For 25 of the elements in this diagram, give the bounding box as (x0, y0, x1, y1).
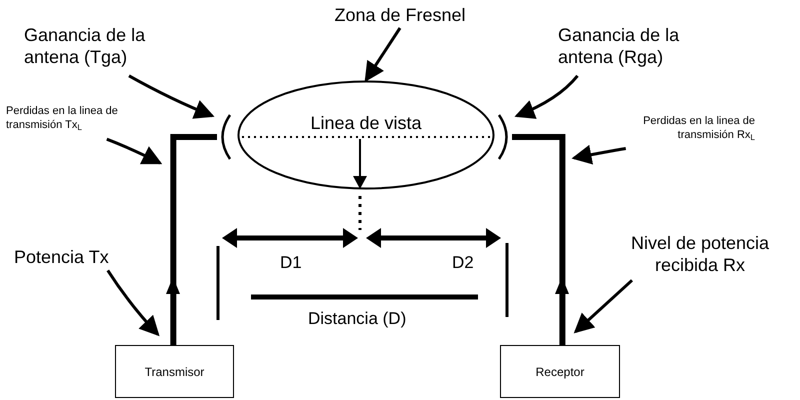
arrow (514, 74, 579, 119)
arrow (364, 27, 402, 82)
fresnel-ellipse (237, 80, 495, 190)
dimension-label: Distancia (D) (308, 308, 406, 330)
feed-line (512, 134, 569, 345)
ellipse-label: Linea de vista (310, 113, 422, 133)
dimension-label: D1 (280, 252, 302, 274)
box-label: Receptor (536, 364, 584, 380)
callout-text: Nivel de potencia recibida Rx (630, 233, 770, 275)
box-label: Transmisor (144, 364, 204, 380)
arrow (106, 270, 160, 336)
dimension-label: D2 (452, 252, 474, 274)
transmitter-box (115, 345, 234, 398)
callout-text: Perdidas en la linea de transmisión Tx$_{L}$ (6, 105, 118, 131)
heading-text: Zona de Fresnel (334, 5, 466, 25)
receiver-box (500, 345, 620, 398)
callout-text: Ganancia de la antena (Rga) (558, 25, 680, 67)
arrow (574, 279, 634, 334)
callout-text: Ganancia de la antena (Tga) (24, 25, 146, 67)
feed-line (166, 134, 217, 345)
callout-text: Potencia Tx (14, 247, 109, 267)
arrow (106, 138, 162, 164)
callout-text: Perdidas en la linea de transmisión Rx$_{L}$ (643, 115, 755, 141)
arrow (572, 144, 626, 164)
arrow (128, 74, 215, 119)
